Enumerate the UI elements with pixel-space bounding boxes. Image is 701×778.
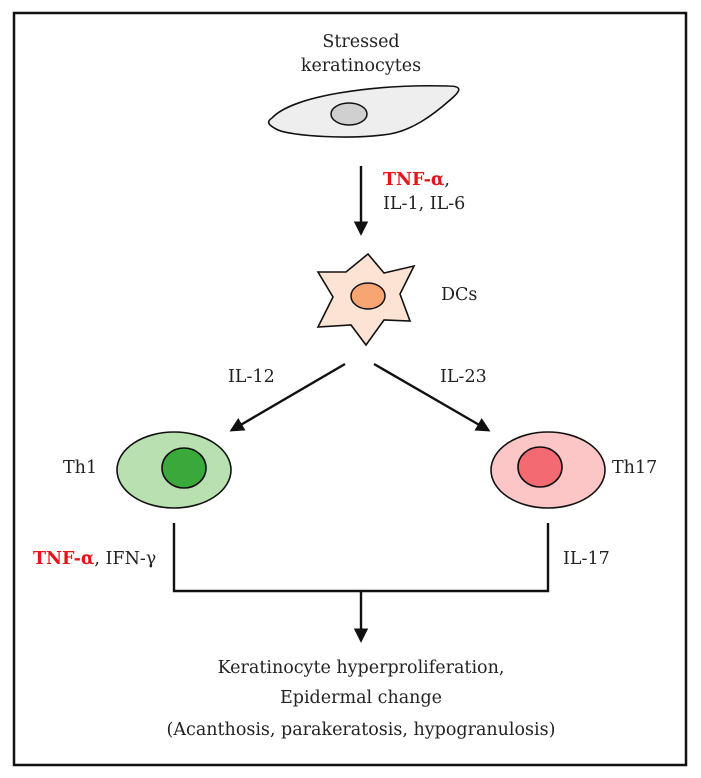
keratinocyte-label-line2: keratinocytes: [300, 56, 422, 76]
convergence-line: [172, 523, 550, 593]
th17-label: Th17: [612, 458, 658, 478]
keratinocyte-label-line1: Stressed: [322, 32, 400, 52]
arrow1-cytokines-line2: IL-1, IL-6: [383, 194, 466, 214]
th17-nucleus: [517, 446, 563, 488]
outcome-line3: (Acanthosis, parakeratosis, hypogranulos…: [166, 720, 556, 740]
th1-nucleus: [161, 447, 207, 489]
ifn-gamma-label: , IFN-γ: [94, 549, 157, 569]
tnf-alpha-label-th1: TNF-α: [33, 549, 95, 569]
arrow-dc-to-th17: [373, 362, 491, 432]
keratinocyte-nucleus: [330, 102, 368, 126]
il23-label: IL-23: [440, 367, 487, 387]
dc-nucleus: [350, 282, 386, 310]
th1-output-cytokines: TNF-α, IFN-γ: [33, 549, 157, 569]
il17-label: IL-17: [563, 549, 610, 569]
dc-label: DCs: [441, 285, 478, 305]
th1-label: Th1: [63, 458, 98, 478]
cytokine-separator: ,: [444, 170, 450, 190]
il12-label: IL-12: [228, 367, 275, 387]
outcome-line1: Keratinocyte hyperproliferation,: [217, 658, 505, 678]
outcome-line2: Epidermal change: [279, 688, 443, 708]
tnf-alpha-label: TNF-α: [383, 170, 445, 190]
diagram-frame: [12, 11, 688, 767]
arrow-dc-to-th1: [229, 362, 346, 432]
arrow1-cytokines-line1: TNF-α,: [383, 170, 450, 190]
